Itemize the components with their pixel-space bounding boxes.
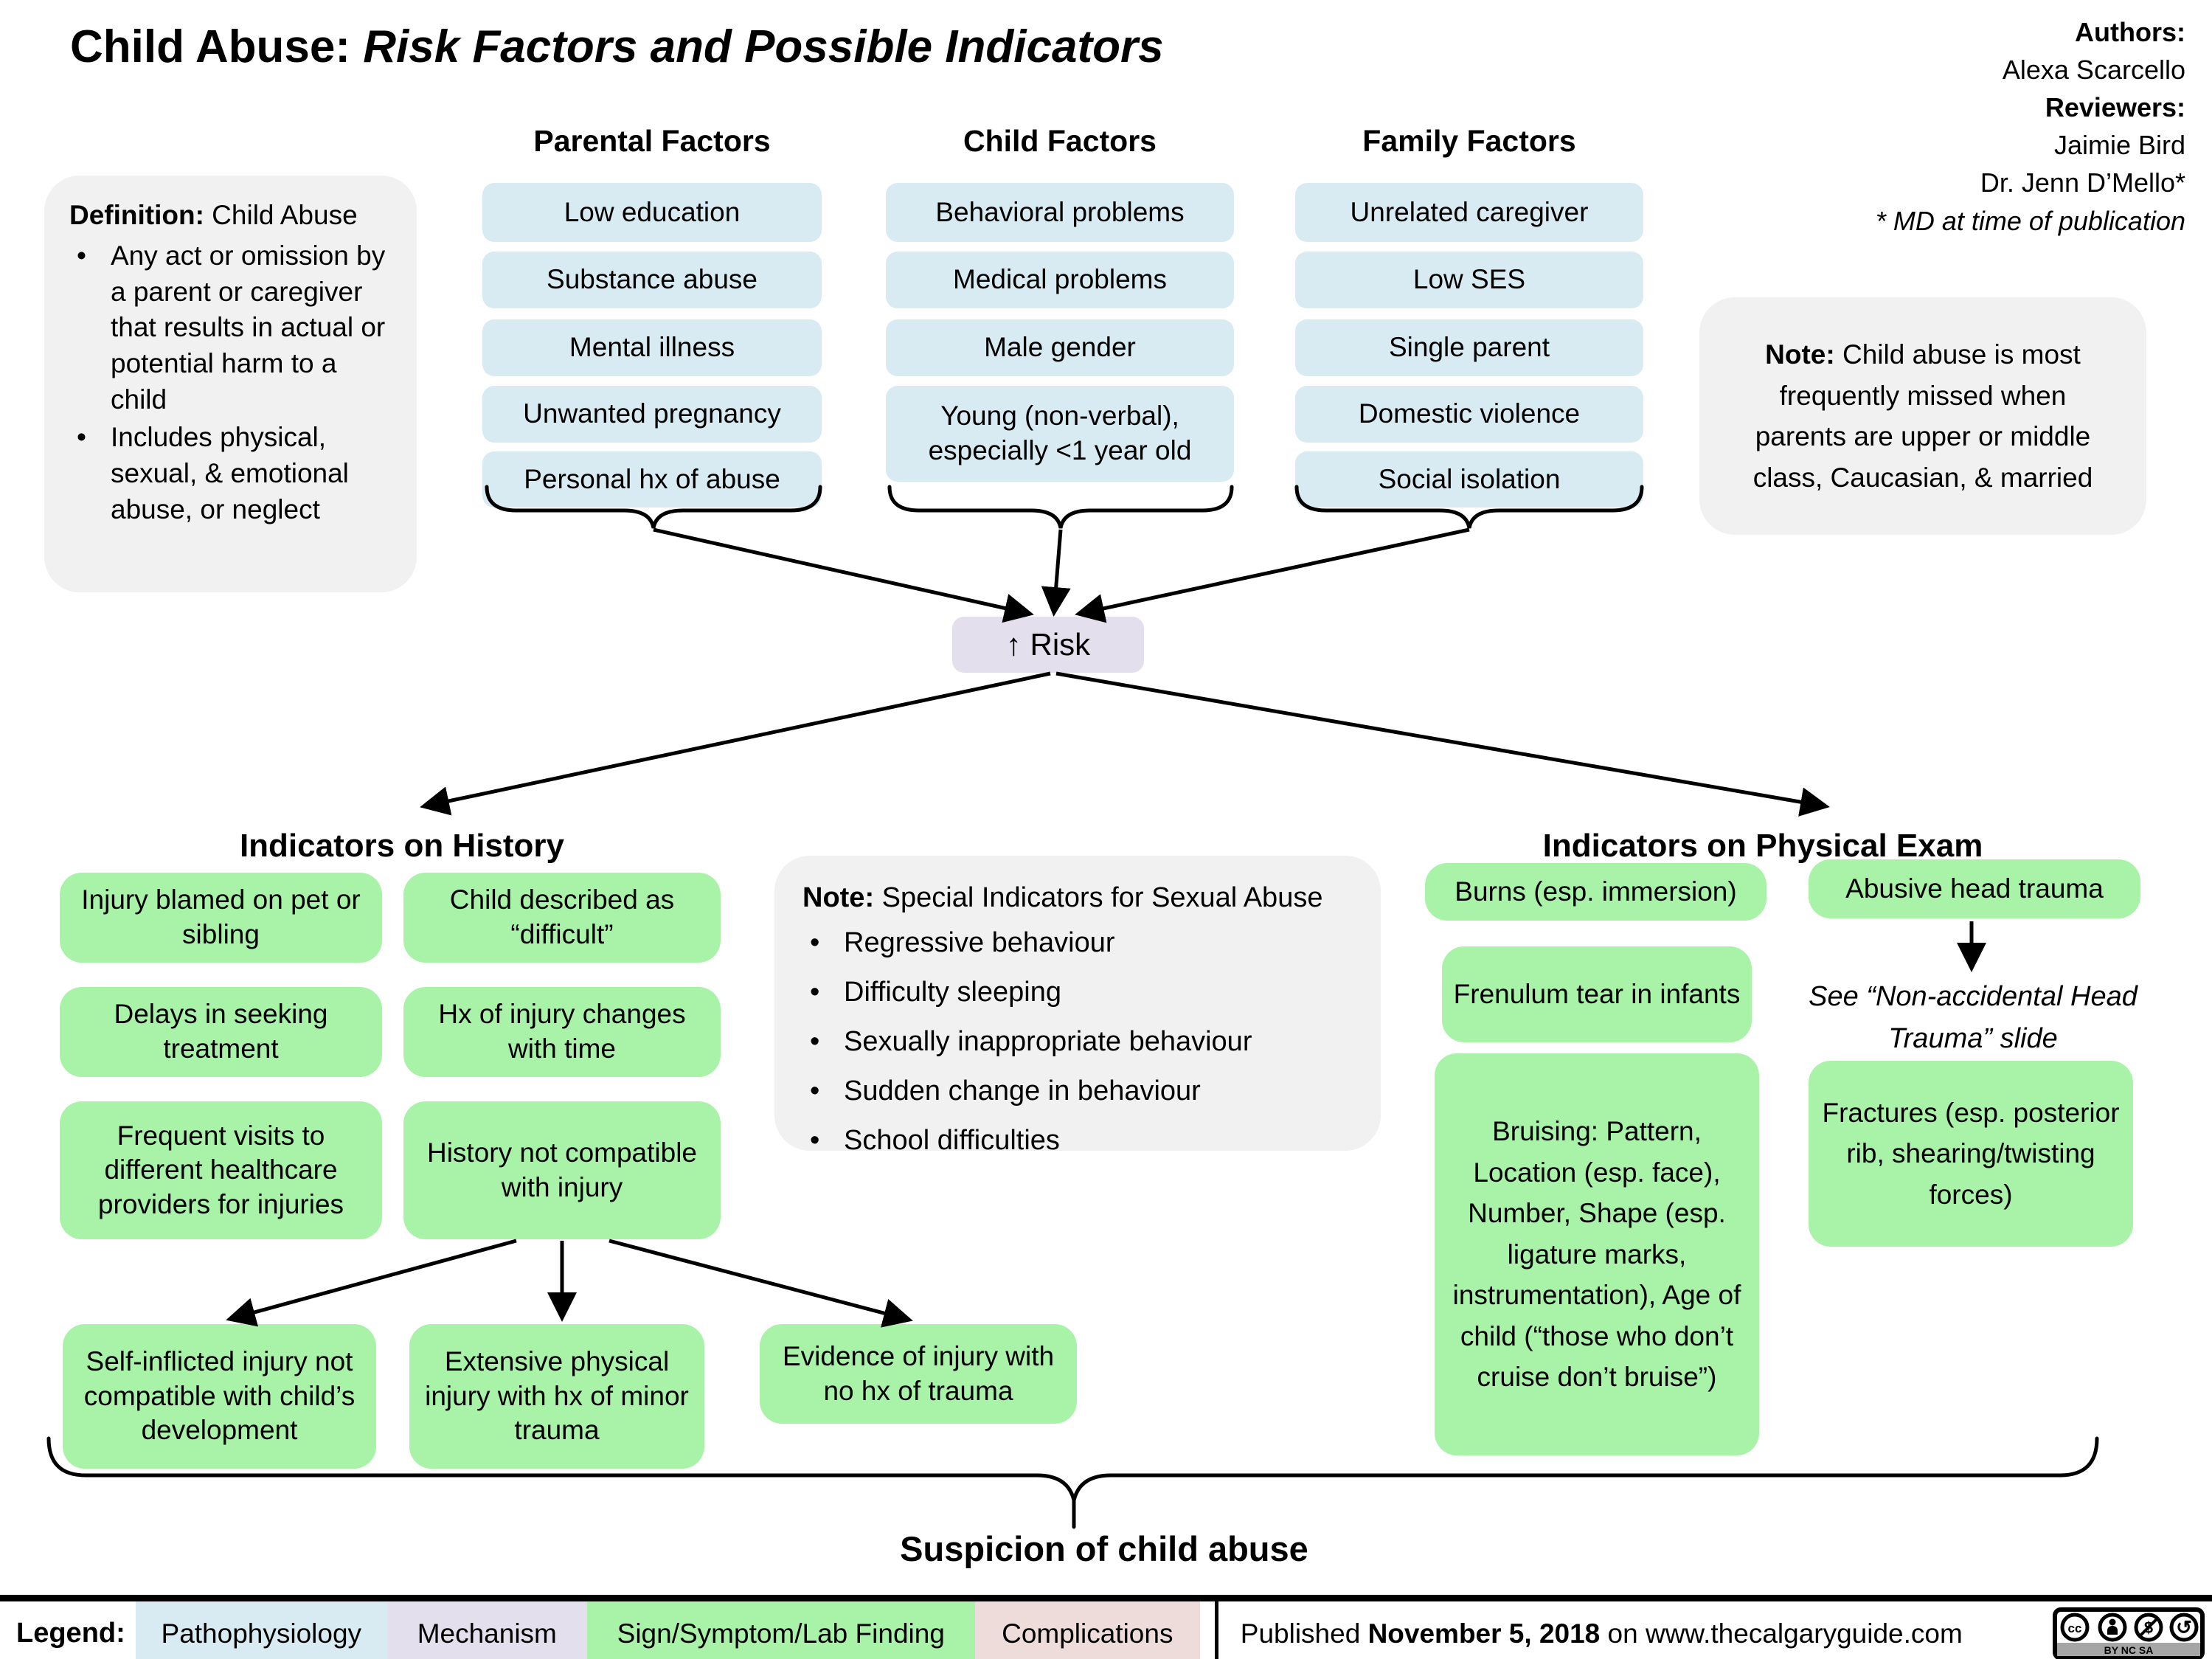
history-indicator-box: Hx of injury changes with time bbox=[403, 987, 721, 1077]
factor-box: Low SES bbox=[1295, 252, 1643, 308]
parental-factors-header: Parental Factors bbox=[533, 124, 771, 158]
legend-swatch-mechanism: Mechanism bbox=[386, 1601, 587, 1659]
factor-box: Single parent bbox=[1295, 319, 1643, 376]
svg-text:↺: ↺ bbox=[2176, 1616, 2192, 1638]
physical-indicator-box: Frenulum tear in infants bbox=[1442, 946, 1752, 1042]
history-indicator-box: Delays in seeking treatment bbox=[60, 987, 382, 1077]
published-date: November 5, 2018 bbox=[1367, 1618, 1601, 1649]
note-label: Note: bbox=[1765, 339, 1835, 370]
authors-label: Authors: bbox=[2075, 17, 2185, 47]
sexual-note-bullet: Sudden change in behaviour bbox=[802, 1071, 1353, 1112]
factor-box: Substance abuse bbox=[482, 252, 822, 308]
cc-logo-icon bbox=[2060, 1613, 2090, 1641]
footer-divider bbox=[1214, 1601, 1218, 1659]
child-underbrace bbox=[887, 485, 1234, 529]
definition-box: Definition: Child Abuse Any act or omiss… bbox=[44, 176, 417, 592]
child-factors-header: Child Factors bbox=[963, 124, 1157, 158]
history-indicator-box: Frequent visits to different healthcare … bbox=[60, 1101, 382, 1239]
cc-by-person-icon bbox=[2098, 1613, 2127, 1641]
reviewer-name: Dr. Jenn D’Mello* bbox=[1980, 167, 2185, 198]
family-factors-header: Family Factors bbox=[1362, 124, 1576, 158]
factor-box: Unwanted pregnancy bbox=[482, 386, 822, 443]
suspicion-conclusion: Suspicion of child abuse bbox=[900, 1529, 1308, 1568]
factor-box: Male gender bbox=[886, 319, 1234, 376]
parental-to-risk-arrow bbox=[653, 527, 1034, 623]
definition-bullets: Any act or omission by a parent or careg… bbox=[69, 238, 392, 528]
sexual-note-bullets: Regressive behaviour Difficulty sleeping… bbox=[802, 923, 1353, 1162]
history-branch-box: Self-inflicted injury not compatible wit… bbox=[63, 1324, 376, 1469]
factor-box: Mental illness bbox=[482, 319, 822, 376]
definition-bullet: Includes physical, sexual, & emotional a… bbox=[69, 420, 392, 527]
legend-swatch-complications: Complications bbox=[974, 1601, 1200, 1659]
physical-indicator-box: Burns (esp. immersion) bbox=[1425, 863, 1767, 921]
page-title-prefix: Child Abuse: bbox=[70, 21, 364, 72]
family-to-risk-arrow bbox=[1075, 527, 1470, 623]
risk-node: ↑ Risk bbox=[952, 617, 1144, 673]
sexual-note-bullet: Sexually inappropriate behaviour bbox=[802, 1022, 1353, 1062]
cc-caption: BY NC SA bbox=[2104, 1644, 2154, 1656]
risk-to-history-arrow bbox=[420, 671, 1051, 816]
factor-box: Behavioral problems bbox=[886, 183, 1234, 242]
credits-footnote: * MD at time of publication bbox=[1875, 205, 2185, 236]
published-line: Published November 5, 2018 on www.thecal… bbox=[1240, 1618, 1963, 1649]
factor-box: Low education bbox=[482, 183, 822, 242]
factor-box: Unrelated caregiver bbox=[1295, 183, 1643, 242]
definition-heading: Definition: Child Abuse bbox=[69, 200, 358, 230]
legend-swatch-label: Pathophysiology bbox=[161, 1618, 362, 1649]
sexual-note-bullet: Regressive behaviour bbox=[802, 923, 1353, 963]
definition-bullet: Any act or omission by a parent or careg… bbox=[69, 238, 392, 418]
legend-swatch-label: Complications bbox=[1002, 1618, 1173, 1649]
see-slide-note: See “Non-accidental Head Trauma” slide bbox=[1809, 981, 2138, 1054]
sexual-note-bullet: School difficulties bbox=[802, 1121, 1353, 1161]
sexual-note-heading: Note: Special Indicators for Sexual Abus… bbox=[802, 882, 1323, 913]
physical-indicator-box: Abusive head trauma bbox=[1809, 859, 2140, 918]
legend-swatch-label: Mechanism bbox=[417, 1618, 557, 1649]
legend-label: Legend: bbox=[16, 1618, 125, 1649]
history-indicator-box: Child described as “difficult” bbox=[403, 873, 721, 963]
sexual-abuse-note-box: Note: Special Indicators for Sexual Abus… bbox=[774, 856, 1381, 1162]
legend-swatch-sign-symptom: Sign/Symptom/Lab Finding bbox=[586, 1601, 975, 1659]
history-indicator-box: Injury blamed on pet or sibling bbox=[60, 873, 382, 963]
author-name: Alexa Scarcello bbox=[2002, 55, 2185, 86]
factor-box: Domestic violence bbox=[1295, 386, 1643, 443]
physical-indicator-box: Bruising: Pattern, Location (esp. face),… bbox=[1435, 1053, 1759, 1455]
factor-box: Young (non-verbal), especially <1 year o… bbox=[886, 386, 1234, 482]
cc-logo-text: cc bbox=[2068, 1621, 2082, 1635]
history-indicator-box: History not compatible with injury bbox=[403, 1101, 721, 1239]
note-text: Child abuse is most frequently missed wh… bbox=[1752, 339, 2093, 493]
physical-indicator-box: Fractures (esp. posterior rib, shearing/… bbox=[1809, 1061, 2133, 1247]
cc-sa-icon: ↺ bbox=[2169, 1613, 2199, 1641]
page-title-emphasis: Risk Factors and Possible Indicators bbox=[363, 21, 1164, 72]
reviewers-label: Reviewers: bbox=[2045, 92, 2185, 123]
footer-bar: Legend: Pathophysiology Mechanism Sign/S… bbox=[0, 1595, 2212, 1659]
reviewer-name: Jaimie Bird bbox=[2053, 130, 2185, 161]
page-title: Child Abuse: Risk Factors and Possible I… bbox=[70, 21, 1164, 73]
risk-to-physical-arrow bbox=[1055, 671, 1830, 817]
sexual-note-bullet: Difficulty sleeping bbox=[802, 972, 1353, 1013]
cc-nc-icon: $ bbox=[2134, 1613, 2163, 1641]
child-to-risk-arrow bbox=[1041, 529, 1071, 617]
factor-box: Social isolation bbox=[1295, 451, 1643, 508]
history-branch-left-arrow bbox=[226, 1239, 517, 1327]
legend-swatch-pathophysiology: Pathophysiology bbox=[135, 1601, 387, 1659]
physical-exam-section-header: Indicators on Physical Exam bbox=[1542, 828, 1983, 864]
credits-block: Authors: Alexa Scarcello Reviewers: Jaim… bbox=[1654, 13, 2185, 240]
cc-badge-icon: cc $ ↺ BY NC SA bbox=[2053, 1607, 2205, 1659]
history-branch-right-arrow bbox=[609, 1239, 913, 1328]
cc-license-badge: cc $ ↺ BY NC SA bbox=[2053, 1601, 2205, 1659]
factor-box: Medical problems bbox=[886, 252, 1234, 308]
missed-note-box: Note: Child abuse is most frequently mis… bbox=[1699, 297, 2146, 535]
factor-box: Personal hx of abuse bbox=[482, 451, 822, 508]
history-branch-box: Extensive physical injury with hx of min… bbox=[409, 1324, 704, 1469]
history-branch-box: Evidence of injury with no hx of trauma bbox=[760, 1324, 1077, 1424]
history-section-header: Indicators on History bbox=[239, 828, 565, 864]
legend-swatch-label: Sign/Symptom/Lab Finding bbox=[617, 1618, 945, 1649]
